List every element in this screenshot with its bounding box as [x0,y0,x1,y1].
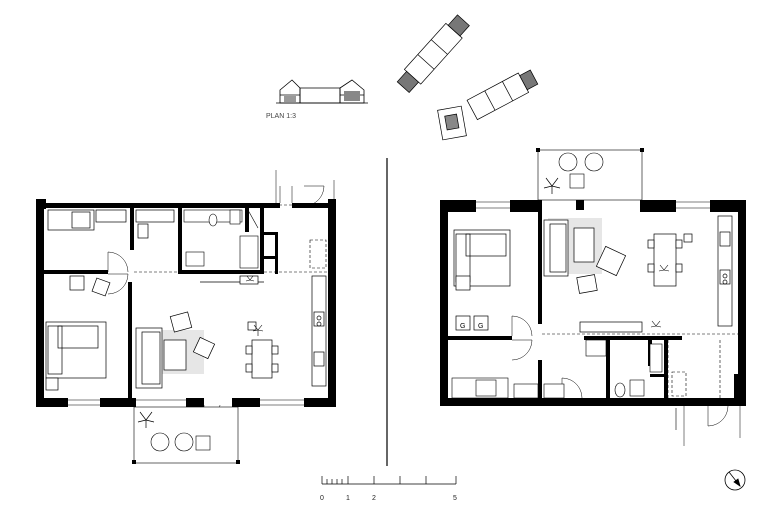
north-arrow-icon [724,469,746,491]
apartment-right: G G [440,148,746,446]
scale-bar [321,476,457,485]
toilet-icon [614,382,626,398]
scale-label: 2 [372,495,376,502]
svg-text:G: G [460,323,465,330]
kitchen-counter [717,215,733,327]
wall [36,199,46,209]
wall [275,232,278,274]
wall [128,282,132,398]
wall [44,203,280,208]
wall [640,200,676,212]
wall [738,200,746,406]
kitchen-counter [311,275,327,387]
sofa-icon [135,327,163,389]
wall [36,199,44,407]
apartment-left [36,170,336,464]
plant-icon [252,324,264,336]
wall [440,398,746,406]
wall [440,200,448,406]
wall [448,336,512,340]
wall [232,398,260,407]
wall [44,270,108,274]
scale-label: 0 [320,495,324,502]
door-swing-icon [561,377,583,399]
wall [664,336,668,398]
door-swing-icon [511,339,533,361]
wall [440,200,476,212]
wall [178,208,182,274]
plant-icon [650,320,662,328]
door-swing-icon [707,405,729,427]
scale-label: 5 [453,495,457,502]
wall [292,203,336,208]
wall [538,360,542,398]
wall [304,398,336,407]
wall [186,398,204,407]
wall [664,336,682,340]
wall [328,199,336,407]
door-swing-icon [107,273,129,295]
door-swing-icon [107,251,129,273]
wall [178,270,264,274]
wall [538,212,542,324]
wall [584,336,666,340]
site-key [396,14,539,141]
wall [734,374,746,406]
toilet-icon [208,213,218,227]
sofa-icon [543,219,569,277]
wall [576,200,584,210]
wall [534,200,542,212]
plant-icon [137,411,155,428]
plant-icon [245,275,255,282]
wall [606,340,610,398]
plan-label: PLAN 1:3 [266,113,296,120]
wall [36,398,68,407]
elevation-key [276,79,368,104]
wall [130,208,134,250]
scale-label: 1 [346,495,350,502]
door-swing-icon [511,315,533,337]
svg-text:G: G [478,323,483,330]
wall [650,374,666,377]
plant-icon [658,264,670,272]
dining-table [251,339,273,379]
wall [260,208,264,274]
door-swing-icon [303,185,325,207]
wall [100,398,136,407]
wall [510,200,534,212]
wall [262,256,278,259]
wall [710,200,746,212]
wall [262,232,278,235]
dining-table [653,233,677,287]
wall [245,208,249,232]
plant-icon [543,177,561,194]
